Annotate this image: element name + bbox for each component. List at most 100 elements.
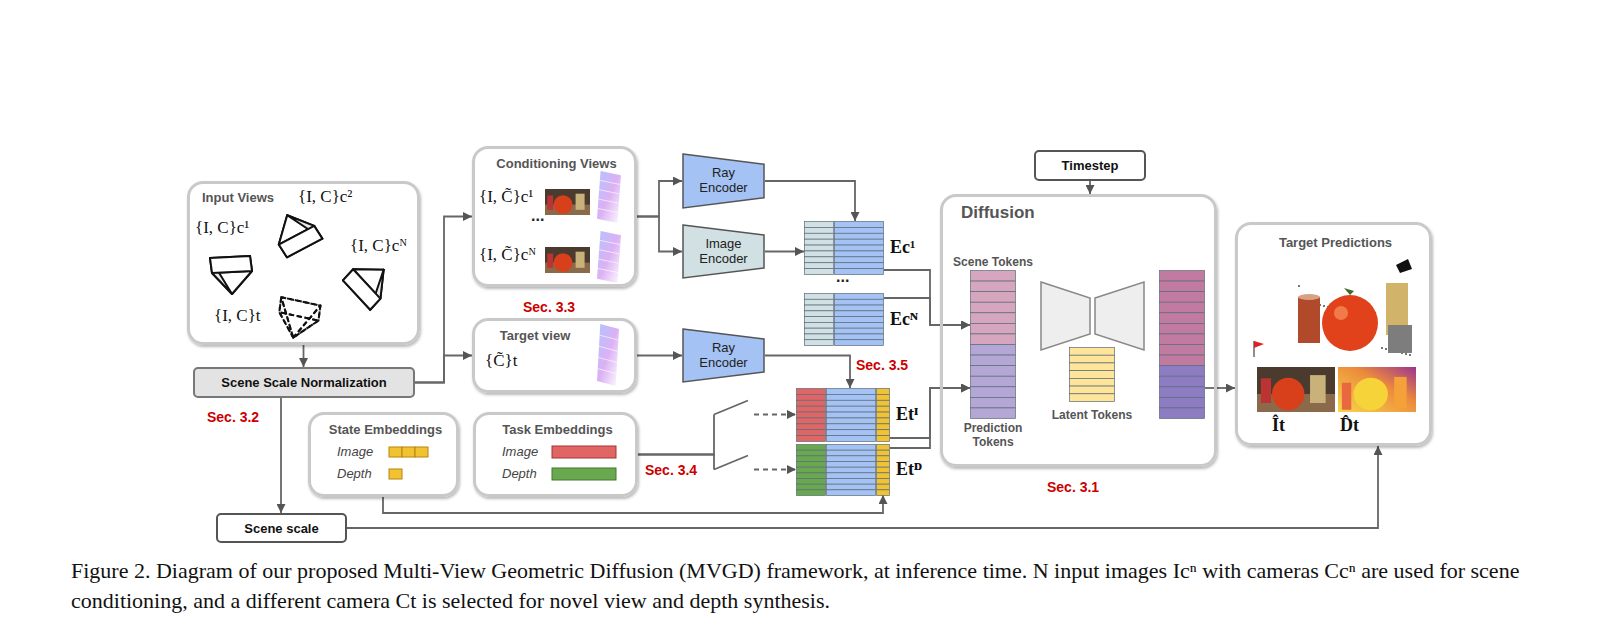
token-cell xyxy=(835,251,884,257)
ray-map xyxy=(597,231,621,283)
token-cell xyxy=(1160,376,1205,387)
art-shape xyxy=(1334,306,1348,320)
token-cell xyxy=(835,257,884,263)
ellipsis: ... xyxy=(836,268,849,285)
encoder-trapezoid xyxy=(683,154,764,208)
token-cell xyxy=(1070,363,1115,371)
token-cell xyxy=(797,467,826,473)
art-shape xyxy=(598,268,618,272)
art-shape xyxy=(576,194,585,210)
connector xyxy=(637,355,682,356)
token-cell xyxy=(835,233,884,239)
label-holder: Sec. 3.3 xyxy=(523,298,575,316)
token-cell xyxy=(797,406,826,412)
token-cell xyxy=(1160,355,1205,366)
token-cell xyxy=(805,299,834,305)
token-cell xyxy=(877,418,890,424)
token-cell xyxy=(877,462,890,468)
scene-scale-box: Scene scale xyxy=(216,513,347,543)
text-holder: Task Embeddings xyxy=(478,420,637,438)
frustum-face xyxy=(279,226,323,257)
art-shape xyxy=(1298,285,1300,287)
frustum-face xyxy=(343,269,380,310)
connector-line xyxy=(637,217,682,252)
text-holder: Scene Tokens xyxy=(953,252,1033,270)
token-cell xyxy=(827,473,876,479)
token-cell xyxy=(797,473,826,479)
camera-label: {I, C}c¹ xyxy=(195,218,249,237)
output-symbol: D̂t xyxy=(1340,415,1359,435)
ray-map xyxy=(597,324,619,386)
token-cell xyxy=(827,479,876,485)
token-cell xyxy=(805,305,834,311)
token-label: Scene Tokens xyxy=(953,255,1033,269)
art-shape xyxy=(598,357,617,362)
token-cell xyxy=(877,456,890,462)
token-cell xyxy=(877,479,890,485)
text-holder: Image xyxy=(337,442,373,460)
state-embeddings-panel: State EmbeddingsImageDepth xyxy=(308,412,459,497)
token-cell xyxy=(971,387,1016,398)
art-shape xyxy=(598,259,618,263)
ray-encoder: Ray Encoder xyxy=(682,153,765,209)
art-shape xyxy=(1409,354,1411,356)
connector xyxy=(765,356,850,389)
art-shape xyxy=(1298,297,1320,343)
token-cell xyxy=(797,445,826,451)
art-shape xyxy=(597,231,621,283)
connector-line xyxy=(383,495,883,513)
token-cell xyxy=(1160,271,1205,282)
connector xyxy=(415,217,472,383)
box-label: Timestep xyxy=(1062,158,1119,173)
embedding-symbol: Etᴵ xyxy=(896,404,918,424)
frustum-face xyxy=(343,270,384,310)
token-cell xyxy=(805,245,834,251)
token-cell xyxy=(805,227,834,233)
token-cell xyxy=(1160,366,1205,377)
encoder-trapezoid xyxy=(683,329,764,382)
token-cell xyxy=(835,299,884,305)
text-holder: Target Predictions xyxy=(1240,233,1431,251)
token-cell xyxy=(877,490,890,496)
token-cell xyxy=(877,473,890,479)
label-holder: Sec. 3.5 xyxy=(856,356,908,374)
token-cell xyxy=(971,408,1016,419)
connector-line xyxy=(1217,387,1235,389)
token-cell xyxy=(877,394,890,400)
depth-thumbnail xyxy=(1338,367,1416,412)
art-shape xyxy=(1322,295,1378,351)
switch-lever xyxy=(714,401,748,415)
connector xyxy=(1217,388,1235,389)
output-symbol: Ît xyxy=(1272,415,1285,435)
text-holder: Latent Tokens xyxy=(1042,405,1142,423)
point-cloud xyxy=(1254,259,1412,357)
art-shape xyxy=(1310,375,1326,403)
label-holder: Sec. 3.1 xyxy=(1047,478,1099,496)
camera-frustum xyxy=(279,215,323,257)
token-cell xyxy=(827,400,876,406)
text-holder: D̂t xyxy=(1340,415,1359,436)
camera-label: {I, C}t xyxy=(214,306,261,325)
state-token xyxy=(402,447,415,457)
token-cell xyxy=(797,456,826,462)
target-view-panel: Target view{C̃}t xyxy=(472,318,637,393)
token-cell xyxy=(877,467,890,473)
embedding-label: Image xyxy=(337,444,373,459)
art-shape xyxy=(597,171,621,223)
image-encoder: Image Encoder xyxy=(682,224,765,279)
text-holder: Ec¹ xyxy=(890,237,915,258)
panel-title: Target Predictions xyxy=(1279,235,1392,250)
token-cell xyxy=(877,400,890,406)
panel-art xyxy=(1238,225,1429,443)
art-shape xyxy=(545,247,590,273)
section-ref: Sec. 3.5 xyxy=(856,357,908,373)
token-cell xyxy=(805,340,834,346)
connector xyxy=(347,446,1378,528)
token-cell xyxy=(805,328,834,334)
token-cell xyxy=(835,322,884,328)
token-cell xyxy=(827,456,876,462)
art-shape xyxy=(576,252,585,268)
art-shape xyxy=(1323,305,1325,307)
token-cell xyxy=(877,430,890,436)
connector-line xyxy=(637,355,682,357)
